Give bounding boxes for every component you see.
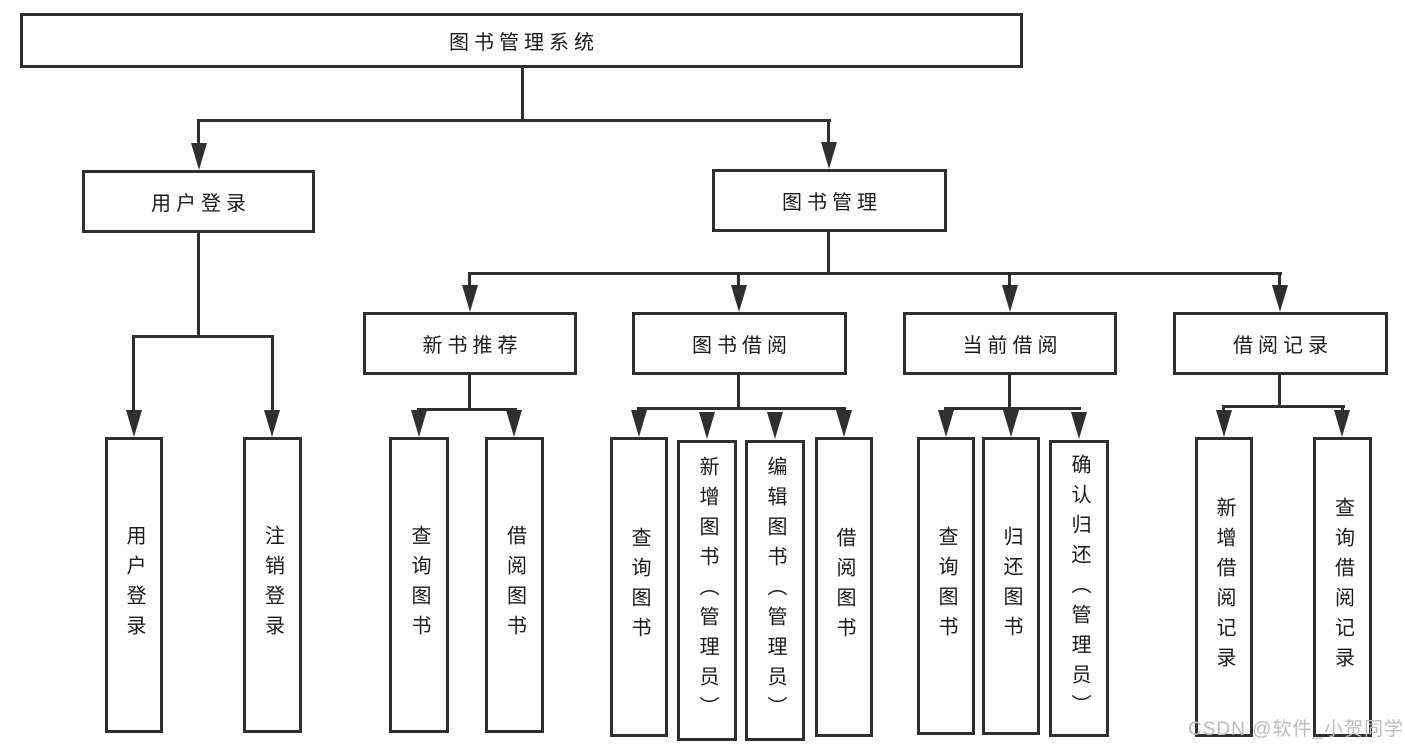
arrow-down-return-book [1003,410,1019,437]
connector-user-login-bar [132,335,274,338]
arrow-down-borrow-book [836,410,852,437]
node-user-login: 用户登录 [82,170,315,233]
connector-records-bar [1222,405,1345,408]
connector-drop-recommend [468,272,471,288]
node-current-borrowing: 当前借阅 [903,312,1117,375]
connector-records-stem [1278,373,1281,405]
connector-root-stem [521,65,524,119]
leaf-query-books-recommend: 查询图书 [389,437,449,733]
leaf-query-books-borrow-label: 查询图书 [628,527,650,647]
node-user-login-label: 用户登录 [151,193,251,215]
leaf-borrow-books-recommend: 借阅图书 [485,437,544,733]
leaf-query-books-current: 查询图书 [917,437,975,735]
node-book-borrowing-label: 图书借阅 [692,335,792,357]
node-book-management: 图书管理 [712,169,947,232]
leaf-borrow-books-borrow-label: 借阅图书 [833,527,855,647]
leaf-add-borrow-record: 新增借阅记录 [1195,437,1253,737]
leaf-return-book-label: 归还图书 [1000,526,1022,646]
leaf-confirm-return-admin: 确认归还（管理员） [1049,440,1109,737]
connector-book-mgmt-bar [468,272,1282,275]
connector-drop-leaf-logout [271,335,274,412]
arrow-down-book-mgmt [821,142,837,169]
connector-borrowing-stem [737,373,740,407]
arrow-down-query-borrow [631,410,647,437]
connector-drop-current [1008,272,1011,288]
leaf-edit-book-admin-label: 编辑图书（管理员） [764,455,786,726]
arrow-down-current [1002,285,1018,312]
leaf-add-borrow-record-label: 新增借阅记录 [1213,497,1235,677]
leaf-logout-login-label: 注销登录 [261,525,284,645]
leaf-user-login: 用户登录 [105,437,163,733]
leaf-query-books-recommend-label: 查询图书 [408,525,430,645]
arrow-down-edit-book [767,412,783,439]
leaf-add-book-admin: 新增图书（管理员） [677,440,737,741]
arrow-down-leaf-logout [264,410,280,437]
connector-borrowing-bar [637,407,846,410]
node-library-management-system: 图书管理系统 [20,13,1023,68]
leaf-add-book-admin-label: 新增图书（管理员） [696,455,718,726]
csdn-watermark: CSDN @软件_小贺同学 [1188,719,1404,740]
leaf-query-books-borrow: 查询图书 [610,437,668,737]
connector-drop-query-record [1341,405,1344,412]
leaf-query-borrow-record-label: 查询借阅记录 [1331,497,1354,677]
connector-drop-records [1278,272,1281,288]
arrow-down-records [1272,285,1288,312]
arrow-down-recommend [462,285,478,312]
node-book-management-label: 图书管理 [782,192,882,214]
arrow-down-borrow-recommend [506,410,522,437]
node-borrowing-records-label: 借阅记录 [1233,335,1333,357]
arrow-down-query-recommend [411,410,427,437]
connector-drop-user-login [197,119,200,146]
arrow-down-query-current [938,410,954,437]
node-borrowing-records: 借阅记录 [1173,312,1388,375]
leaf-confirm-return-admin-label: 确认归还（管理员） [1068,453,1090,724]
connector-drop-borrowing [737,272,740,288]
leaf-logout-login: 注销登录 [243,437,302,733]
node-new-book-recommendation-label: 新书推荐 [422,335,523,357]
connector-drop-book-mgmt [827,119,830,146]
leaf-user-login-label: 用户登录 [123,525,145,645]
connector-current-bar [944,407,1081,410]
node-library-management-system-label: 图书管理系统 [449,32,599,54]
leaf-borrow-books-borrow: 借阅图书 [815,437,873,737]
arrow-down-user-login [191,143,207,170]
node-new-book-recommendation: 新书推荐 [363,312,577,375]
leaf-return-book: 归还图书 [982,437,1040,735]
connector-book-mgmt-stem [827,230,830,272]
arrow-down-add-record [1216,410,1232,437]
connector-recommend-bar [417,408,517,411]
connector-current-stem [1008,373,1011,407]
node-current-borrowing-label: 当前借阅 [962,335,1063,357]
leaf-borrow-books-recommend-label: 借阅图书 [503,525,526,645]
connector-drop-leaf-login [132,335,135,412]
arrow-down-query-record [1334,410,1350,437]
arrow-down-leaf-login [126,410,142,437]
arrow-down-borrowing [731,285,747,312]
connector-root-bar [197,119,831,122]
node-book-borrowing: 图书借阅 [632,312,847,375]
arrow-down-confirm-return [1071,412,1087,439]
leaf-query-books-current-label: 查询图书 [935,526,957,646]
arrow-down-add-book [699,412,715,439]
leaf-edit-book-admin: 编辑图书（管理员） [745,440,805,741]
connector-drop-add-record [1222,405,1225,412]
connector-recommend-stem [468,373,471,408]
connector-user-login-stem [197,231,200,335]
leaf-query-borrow-record: 查询借阅记录 [1313,437,1372,737]
